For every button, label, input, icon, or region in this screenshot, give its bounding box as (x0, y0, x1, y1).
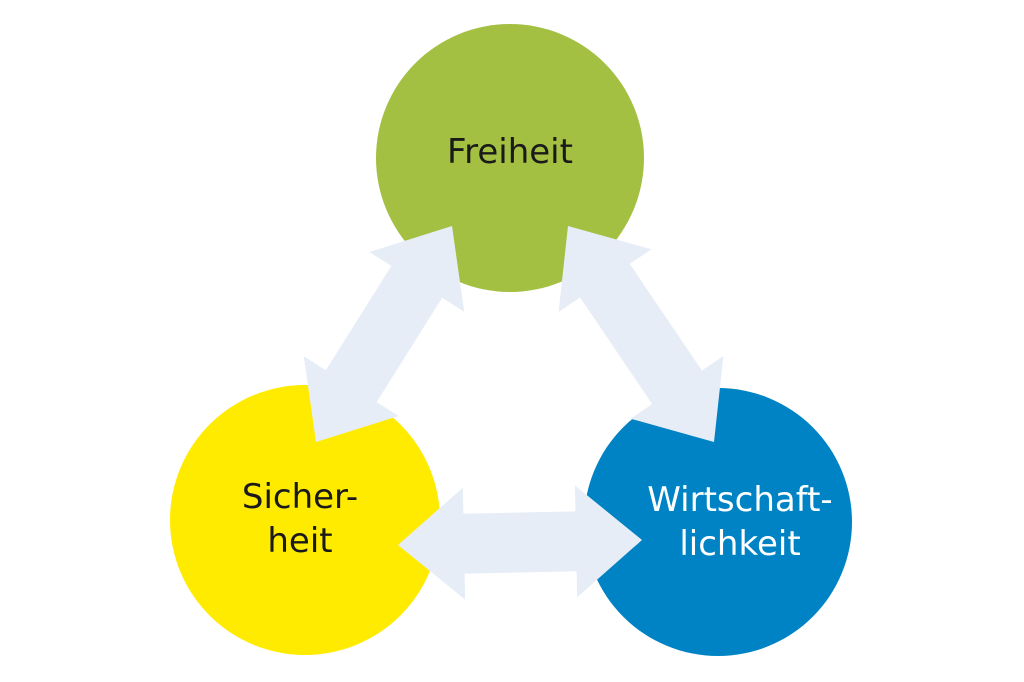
label-line: lichkeit (679, 524, 801, 564)
node-freiheit-circle (376, 24, 644, 292)
label-line: Wirtschaft- (647, 480, 833, 520)
double-arrow-sicherheit-wirtschaftlichkeit (398, 485, 642, 600)
double-arrow-freiheit-sicherheit (303, 226, 465, 442)
node-sicherheit-label: Sicher- heit (200, 475, 400, 563)
double-arrow-freiheit-wirtschaftlichkeit (558, 226, 724, 442)
node-wirtschaftlichkeit-label: Wirtschaft- lichkeit (620, 478, 860, 566)
node-sicherheit-circle (170, 385, 440, 655)
label-line: heit (267, 521, 333, 561)
label-line: Sicher- (241, 477, 359, 517)
node-freiheit-label: Freiheit (447, 132, 573, 172)
node-wirtschaftlichkeit-circle (584, 388, 852, 656)
